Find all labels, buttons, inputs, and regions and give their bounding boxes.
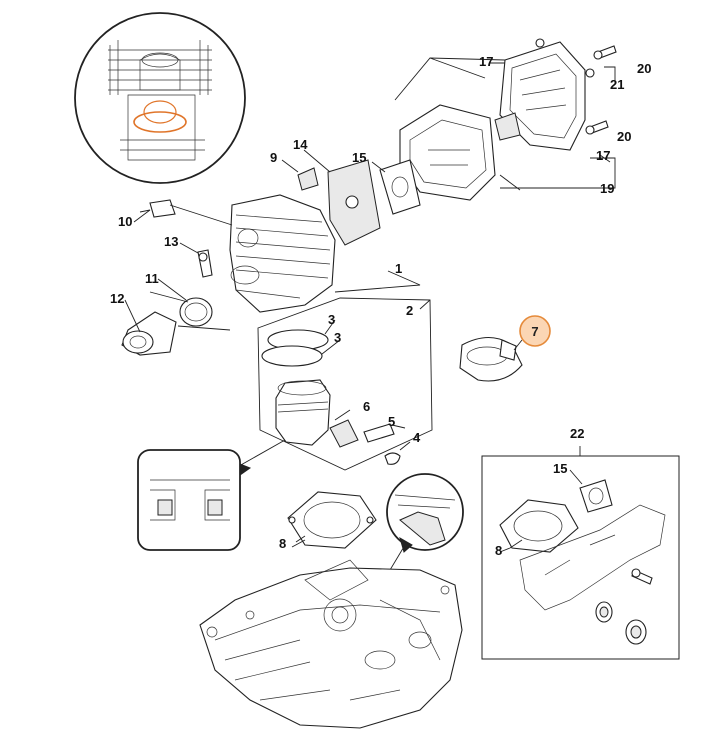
part-labels: 1 2 3 3 4 5 6 8 8 9 10 11 12 13 14 15 15… [110,54,651,558]
label-part-1: 1 [395,261,402,276]
cylinder-detail-circle [74,12,246,184]
gasket-set-box [481,446,680,660]
highlight-callout-part-7[interactable]: 7 [519,315,551,347]
label-part-2: 2 [406,303,413,318]
label-part-14: 14 [293,137,308,152]
label-part-17a: 17 [479,54,493,69]
label-part-15a: 15 [352,150,366,165]
label-part-4: 4 [413,430,421,445]
label-part-17b: 17 [596,148,610,163]
label-part-5: 5 [388,414,395,429]
label-part-13: 13 [164,234,178,249]
label-part-22: 22 [570,426,584,441]
leader-lines [124,159,511,553]
label-part-21: 21 [610,77,624,92]
label-part-12: 12 [110,291,124,306]
crankcase-detail-circle [371,473,464,601]
piston-set-box [257,297,433,471]
label-part-20a: 20 [637,61,651,76]
label-part-19: 19 [600,181,614,196]
label-part-6: 6 [363,399,370,414]
intake-group [121,249,231,356]
label-part-15b: 15 [553,461,567,476]
label-part-3a: 3 [328,312,335,327]
label-part-8a: 8 [279,536,286,551]
muffler-group [394,38,617,201]
ring-clamp-part [459,336,523,382]
gasket-center [287,491,377,549]
cylinder [139,167,336,313]
highlight-marker[interactable] [519,315,551,347]
label-part-8b: 8 [495,543,502,558]
crankcase [199,559,463,729]
label-part-9: 9 [270,150,277,165]
ring-profile-detail [137,439,286,551]
label-part-7[interactable]: 7 [531,324,538,339]
gasket-group-top [303,149,421,246]
label-part-3b: 3 [334,330,341,345]
label-part-10: 10 [118,214,132,229]
label-part-20b: 20 [617,129,631,144]
label-part-11: 11 [145,271,159,286]
